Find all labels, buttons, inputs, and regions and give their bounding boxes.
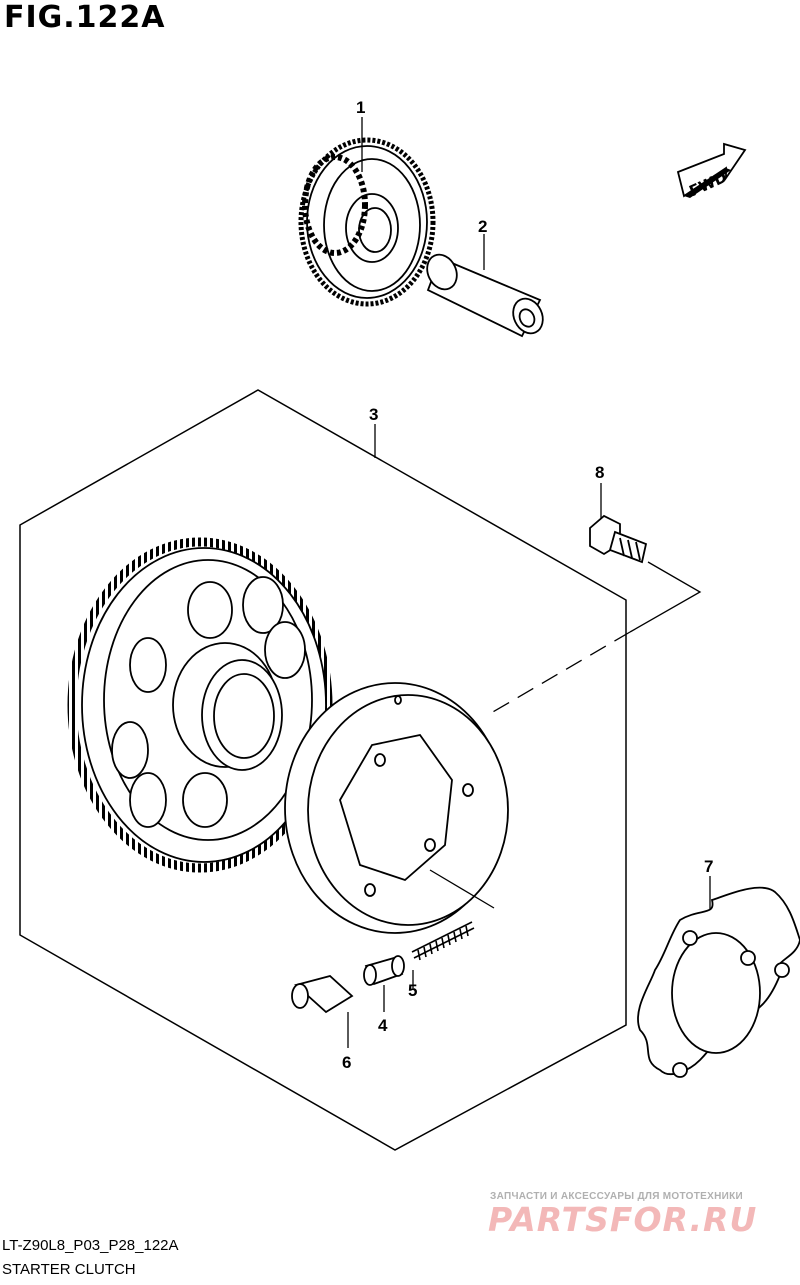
figure-caption: STARTER CLUTCH — [2, 1261, 136, 1278]
clutch-bolt-part — [589, 514, 648, 564]
figure-title: FIG.122A — [4, 0, 166, 35]
watermark-tagline: ЗАПЧАСТИ И АКСЕССУАРЫ ДЛЯ МОТОТЕХНИКИ — [490, 1191, 743, 1202]
clutch-spring-part — [411, 921, 475, 961]
callout-2: 2 — [478, 217, 487, 236]
clutch-cap-part — [291, 975, 354, 1014]
watermark-brand-logo: PARTSFOR.RU — [488, 1200, 758, 1239]
callout-7: 7 — [704, 857, 713, 876]
forward-direction-badge: FWD — [676, 142, 747, 200]
callout-8: 8 — [595, 463, 604, 482]
callout-5: 5 — [408, 981, 417, 1000]
callout-1: 1 — [356, 98, 365, 117]
idle-gear-part — [298, 137, 436, 307]
clutch-washer-plate-part — [637, 886, 800, 1078]
starter-clutch-assembly-outline — [19, 389, 627, 1151]
callout-3: 3 — [369, 405, 378, 424]
starter-driven-gear — [67, 537, 333, 873]
one-way-clutch-body — [284, 682, 509, 934]
leader-lines — [347, 117, 711, 1048]
callout-4: 4 — [378, 1016, 388, 1035]
figure-code: LT-Z90L8_P03_P28_122A — [2, 1237, 179, 1254]
callout-labels: 1 2 3 4 5 6 7 8 — [342, 98, 713, 1072]
idle-gear-shaft-part — [426, 253, 544, 338]
clutch-roller-part — [363, 955, 405, 986]
callout-6: 6 — [342, 1053, 351, 1072]
